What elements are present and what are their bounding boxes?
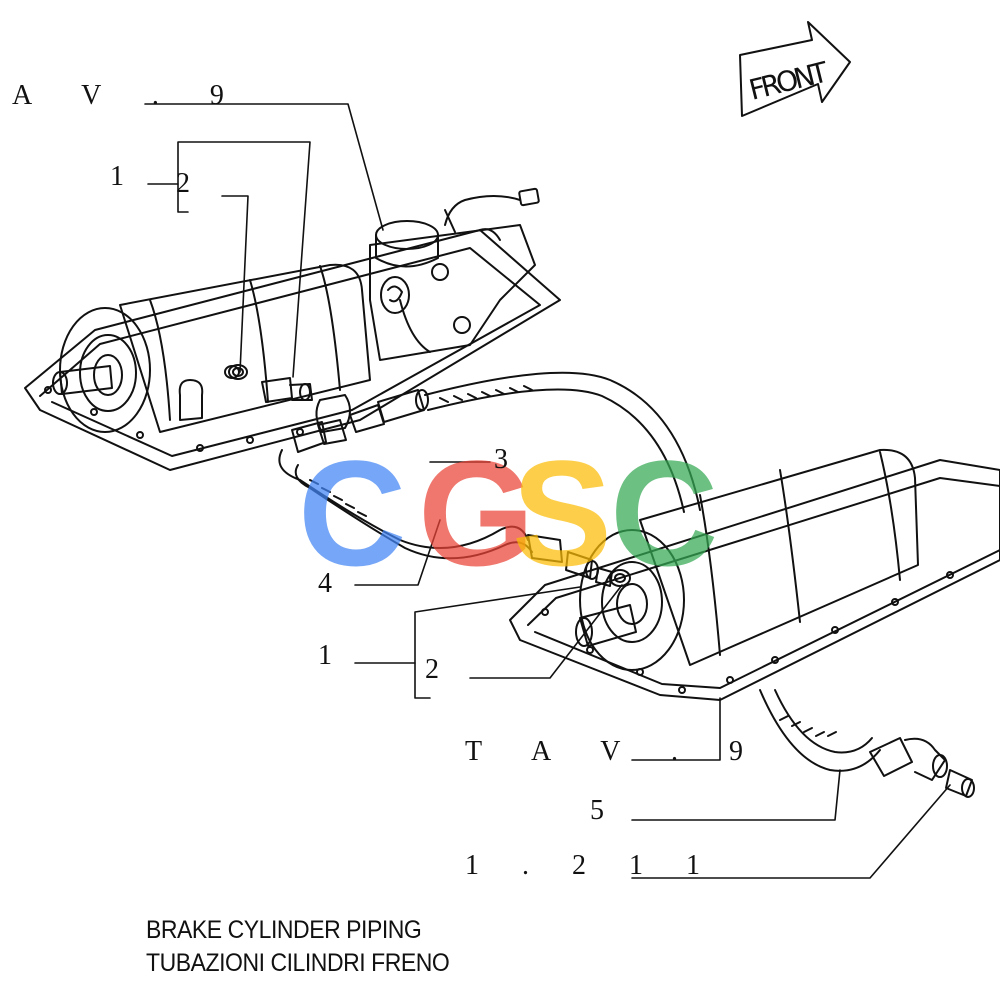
watermark-letter-g: G (418, 429, 535, 597)
watermark-letter-s: S (512, 429, 613, 597)
watermark-letter-c1: C (298, 429, 407, 597)
label-item-5: 5 (590, 795, 606, 826)
leader-lines (144, 103, 951, 879)
front-arrow-sign: FRONT (739, 21, 851, 117)
watermark-letter-c2: C (610, 429, 719, 597)
lower-brake-cylinder (509, 448, 1000, 701)
label-item-2-top: 2 (176, 168, 192, 199)
label-item-4: 4 (318, 568, 334, 599)
label-av9: A V . 9 (12, 80, 246, 111)
label-ref-1-211: 1 . 2 1 1 (465, 850, 718, 881)
upper-brake-cylinder (24, 187, 561, 471)
brake-pipes (224, 365, 975, 798)
label-item-1-bottom: 1 (318, 640, 334, 671)
caption-english: BRAKE CYLINDER PIPING (146, 916, 422, 944)
caption-italian: TUBAZIONI CILINDRI FRENO (146, 949, 450, 977)
label-item-1-top: 1 (110, 161, 126, 192)
label-tav9: T A V . 9 (465, 736, 765, 767)
label-item-3: 3 (494, 444, 510, 475)
front-sign-label: FRONT (746, 55, 832, 107)
label-item-2-bottom: 2 (425, 654, 441, 685)
